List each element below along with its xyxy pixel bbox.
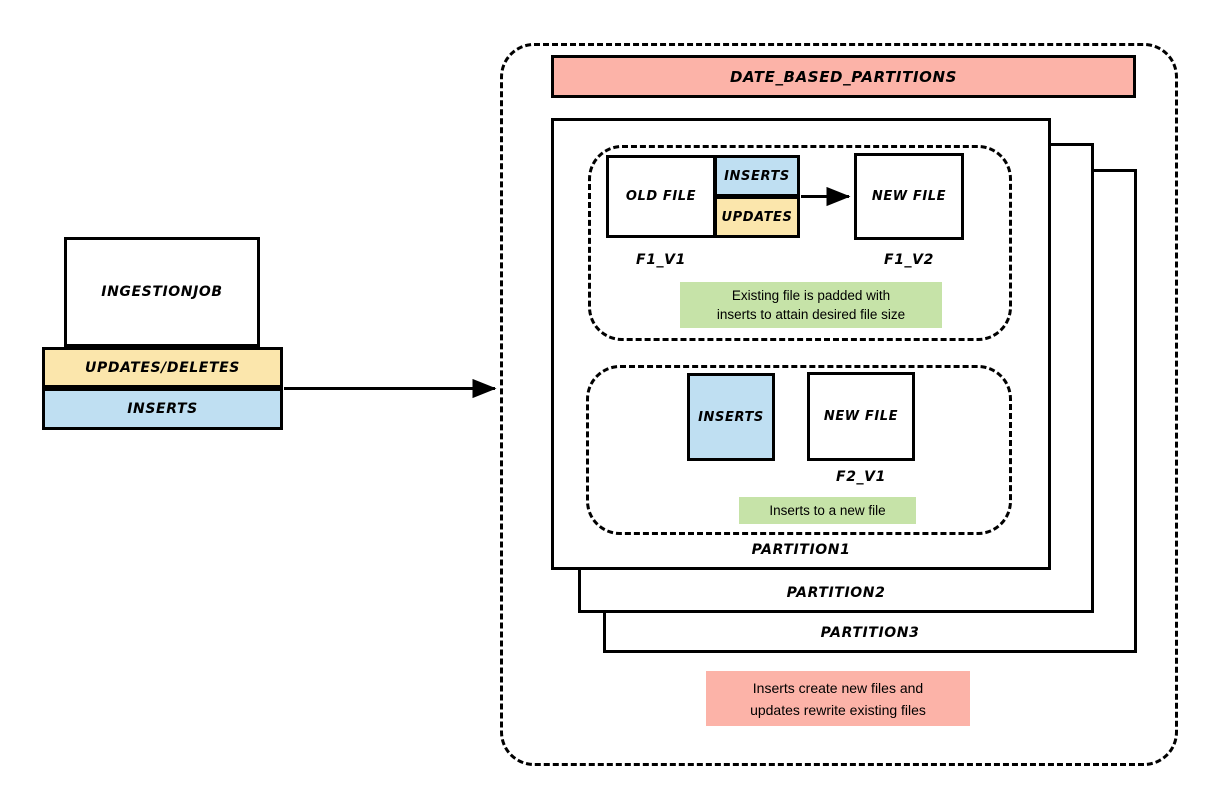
ingestion-job-label: INGESTIONJOB (101, 284, 223, 300)
new-file-v2-box: NEW FILE (854, 153, 964, 240)
group2-note-label: Inserts to a new file (769, 503, 886, 518)
partition3-label: PARTITION3 (820, 625, 920, 641)
partition-group-2 (586, 365, 1012, 535)
partition1-label: PARTITION1 (751, 542, 851, 558)
old-file-updates-label: UPDATES (721, 209, 793, 225)
partition2-label: PARTITION2 (786, 585, 886, 601)
ingestion-job-box: INGESTIONJOB (64, 237, 260, 347)
footer-note-line1: Inserts create new files and (752, 679, 924, 696)
new-file-f2-label: NEW FILE (823, 409, 899, 424)
old-file-inserts-box: INSERTS (714, 155, 800, 197)
date-based-partitions-banner-label: DATE_BASED_PARTITIONS (729, 67, 958, 86)
footer-note: Inserts create new files and updates rew… (706, 671, 970, 726)
old-file-updates-box: UPDATES (714, 196, 800, 238)
updates-deletes-box: UPDATES/DELETES (42, 347, 283, 388)
date-based-partitions-container (500, 43, 1178, 766)
inserts-source-box: INSERTS (42, 388, 283, 430)
partition-group-1 (588, 145, 1012, 341)
group2-inserts-box: INSERTS (687, 373, 775, 461)
date-based-partitions-banner: DATE_BASED_PARTITIONS (551, 55, 1136, 98)
old-file-box: OLD FILE (606, 155, 716, 238)
new-file-f2-box: NEW FILE (807, 372, 915, 461)
old-file-inserts-label: INSERTS (724, 168, 790, 184)
group1-note-line1: Existing file is padded with (731, 288, 891, 303)
f1-v1-caption: F1_V1 (636, 252, 686, 268)
group1-note-line2: inserts to attain desired file size (716, 307, 906, 322)
new-file-v2-label: NEW FILE (871, 189, 947, 204)
f1-v2-caption: F1_V2 (884, 252, 934, 268)
group1-note: Existing file is padded with inserts to … (680, 282, 942, 328)
inserts-source-label: INSERTS (127, 401, 198, 417)
updates-deletes-label: UPDATES/DELETES (85, 359, 240, 376)
footer-note-line2: updates rewrite existing files (750, 701, 926, 718)
f2-v1-caption: F2_V1 (836, 469, 886, 485)
old-file-label: OLD FILE (625, 189, 697, 204)
group2-inserts-label: INSERTS (698, 409, 764, 425)
group2-note: Inserts to a new file (739, 497, 916, 524)
